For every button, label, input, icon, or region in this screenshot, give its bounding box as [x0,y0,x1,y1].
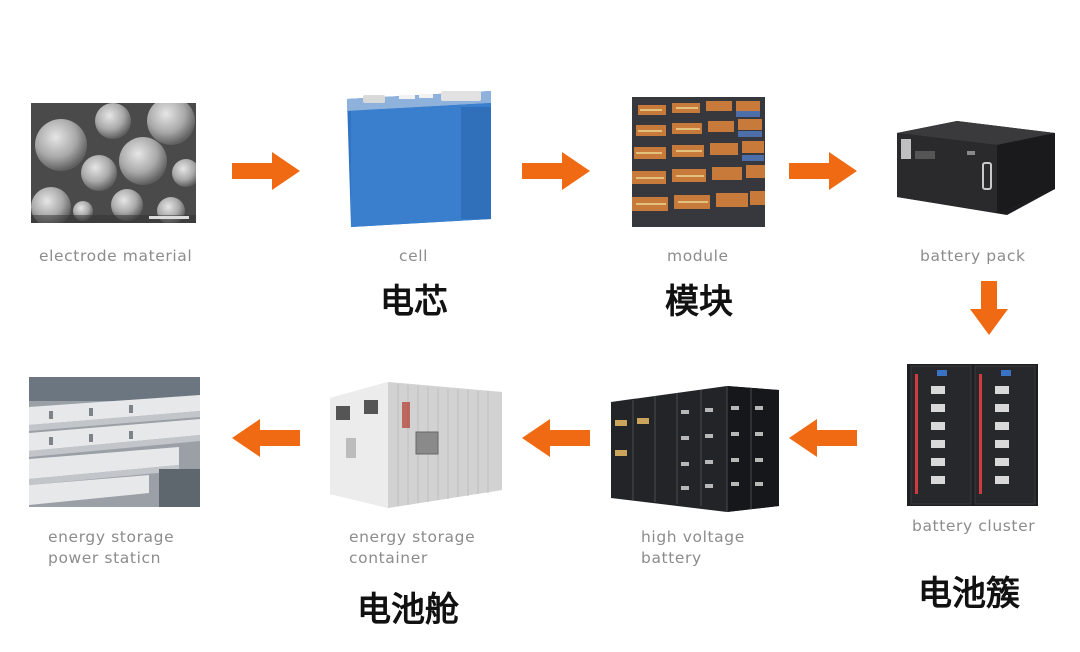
module-label: module [667,247,729,265]
energy-storage-container-photo [326,378,504,512]
down-arrow-icon [970,281,1008,335]
high-voltage-battery-label: high voltage battery [641,528,745,567]
cell-chinese-heading: 电芯 [380,282,448,322]
left-arrow-icon [522,419,590,457]
high-voltage-battery-photo [611,380,779,512]
energy-storage-station-photo [29,377,200,507]
right-arrow-icon [232,152,300,190]
left-arrow-icon [232,419,300,457]
battery-pack-photo [887,117,1057,217]
battery-cluster-photo [907,364,1038,506]
right-arrow-icon [789,152,857,190]
energy-storage-container-chinese-heading: 电池舱 [357,590,459,630]
cell-photo [341,87,496,229]
cell-label: cell [399,247,429,265]
module-photo [632,97,765,227]
energy-storage-station-label: energy storage power staticn [48,528,175,567]
battery-cluster-label: battery cluster [912,517,1036,535]
energy-storage-container-label: energy storage container [349,528,476,567]
battery-pack-label: battery pack [920,247,1026,265]
module-chinese-heading: 模块 [665,282,733,322]
electrode-material-photo [31,103,196,223]
right-arrow-icon [522,152,590,190]
battery-cluster-chinese-heading: 电池簇 [918,574,1020,614]
left-arrow-icon [789,419,857,457]
electrode-material-label: electrode material [39,247,193,265]
